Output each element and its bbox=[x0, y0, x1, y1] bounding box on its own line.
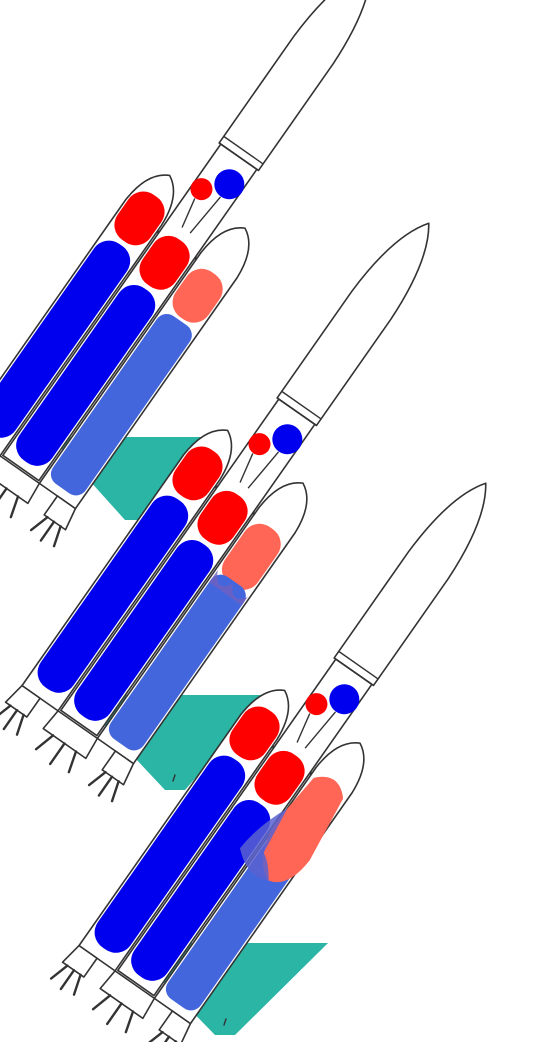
core-oxidizer-2 bbox=[197, 490, 248, 545]
upper-fuel-tank-3 bbox=[329, 684, 360, 715]
upper-fuel-tank-1 bbox=[214, 169, 245, 200]
left-booster-fuel-2 bbox=[37, 495, 189, 693]
mixing-plume-3 bbox=[239, 808, 288, 881]
core-fuel-2 bbox=[74, 540, 214, 721]
right-booster-oxidizer-3 bbox=[263, 776, 344, 883]
left-booster-oxidizer-1 bbox=[114, 191, 165, 246]
upper-oxidizer-tank-3 bbox=[305, 693, 328, 716]
core-oxidizer-3 bbox=[254, 750, 305, 805]
core-fuel-3 bbox=[131, 800, 271, 981]
left-booster-oxidizer-3 bbox=[229, 706, 280, 761]
upper-fuel-tank-2 bbox=[272, 424, 303, 455]
right-booster-oxidizer-2 bbox=[221, 523, 281, 590]
mixing-front-2 bbox=[209, 569, 248, 606]
marker-tick-3 bbox=[223, 1018, 227, 1026]
marker-tick-2 bbox=[172, 774, 176, 782]
right-booster-fuel-1 bbox=[50, 313, 192, 496]
left-booster-oxidizer-2 bbox=[172, 446, 223, 501]
rocket-stage-1 bbox=[0, 0, 431, 552]
left-booster-fuel-3 bbox=[94, 755, 246, 953]
right-booster-oxidizer-1 bbox=[172, 268, 223, 323]
right-booster-fuel-2 bbox=[108, 574, 246, 751]
rocket-stage-3 bbox=[47, 441, 546, 1042]
right-booster-fuel-3 bbox=[165, 838, 300, 1011]
core-oxidizer-1 bbox=[139, 235, 190, 290]
upper-oxidizer-tank-1 bbox=[190, 178, 213, 201]
rocket-stage-2 bbox=[0, 181, 489, 807]
upper-oxidizer-tank-2 bbox=[248, 433, 271, 456]
left-booster-fuel-1 bbox=[0, 240, 131, 438]
core-fuel-1 bbox=[16, 285, 156, 466]
